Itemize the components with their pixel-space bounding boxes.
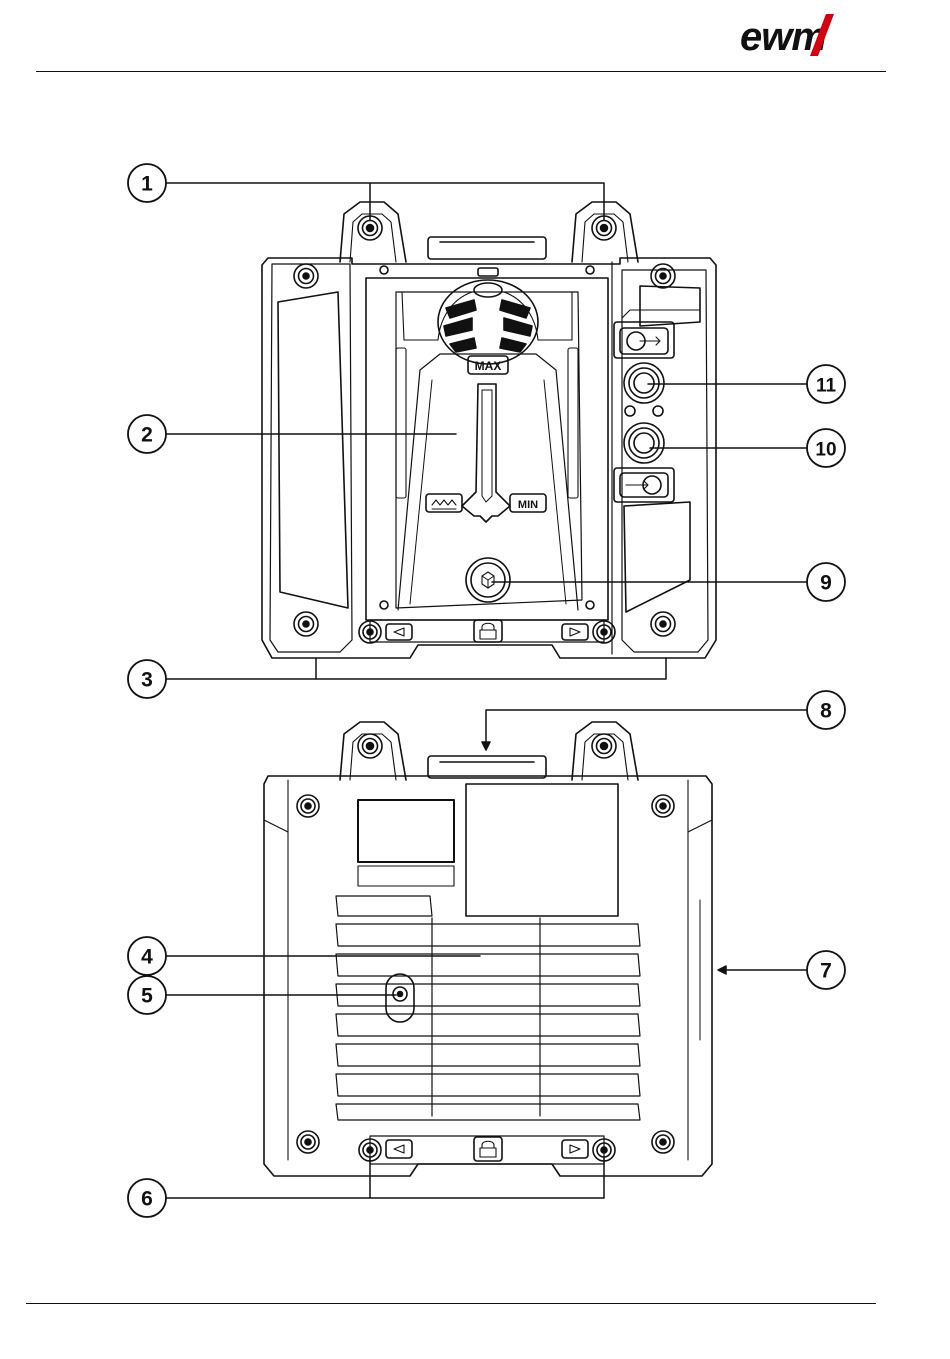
- lug-screw-left: [358, 734, 382, 758]
- corner-screw: [294, 612, 318, 636]
- svg-text:4: 4: [141, 946, 153, 969]
- corner-screw: [294, 264, 318, 288]
- callout-6: 6: [128, 1179, 166, 1217]
- svg-text:9: 9: [820, 572, 832, 595]
- water-inlet-connector: [624, 423, 664, 463]
- svg-text:6: 6: [141, 1188, 153, 1211]
- callout-3: 3: [128, 660, 166, 698]
- svg-text:2: 2: [141, 424, 153, 447]
- rear-view: [264, 722, 712, 1176]
- corner-screw: [651, 264, 675, 288]
- svg-text:10: 10: [815, 440, 836, 461]
- svg-text:11: 11: [816, 376, 837, 397]
- cooling-vent: [336, 896, 640, 1120]
- max-label: MAX: [475, 359, 502, 373]
- callout-10: 10: [807, 429, 845, 467]
- svg-text:1: 1: [141, 173, 153, 196]
- front-view: MAX MIN: [262, 202, 716, 658]
- min-label: MIN: [518, 499, 538, 511]
- fuse-holder: [386, 974, 414, 1022]
- label-plate-small: [358, 800, 454, 862]
- callout-2: 2: [128, 415, 166, 453]
- callout-5: 5: [128, 976, 166, 1014]
- lug-screw-right: [592, 734, 616, 758]
- left-arrow-button: [386, 624, 412, 640]
- callout-1: 1: [128, 164, 166, 202]
- svg-text:5: 5: [141, 985, 153, 1008]
- gas-outlet-icon: [620, 328, 668, 354]
- corner-screw: [297, 795, 319, 817]
- rear-left-arrow-button: [386, 1140, 412, 1158]
- svg-text:3: 3: [141, 669, 153, 692]
- corner-screw: [651, 612, 675, 636]
- callout-4: 4: [128, 937, 166, 975]
- svg-text:7: 7: [820, 960, 832, 983]
- callout-9: 9: [807, 563, 845, 601]
- rear-right-arrow-button: [562, 1140, 588, 1158]
- callout-11: 11: [807, 365, 845, 403]
- right-arrow-button: [562, 624, 588, 640]
- rear-top-handle: [428, 756, 546, 778]
- corner-screw: [652, 1131, 674, 1153]
- left-lug: [340, 202, 406, 262]
- gas-inlet-icon: [620, 473, 668, 497]
- right-side-recess: [640, 286, 700, 326]
- callout-8: 8: [807, 691, 845, 729]
- rating-plate: [466, 784, 618, 916]
- corner-screw: [297, 1131, 319, 1153]
- spool-knob: [438, 268, 538, 364]
- top-handle: [428, 237, 546, 259]
- water-outlet-connector: [624, 363, 664, 403]
- corner-screw: [652, 795, 674, 817]
- wave-label-box: [426, 494, 462, 512]
- cover-lock-button: [466, 558, 510, 602]
- left-side-recess: [278, 292, 348, 608]
- svg-text:8: 8: [820, 700, 832, 723]
- callout-7: 7: [807, 951, 845, 989]
